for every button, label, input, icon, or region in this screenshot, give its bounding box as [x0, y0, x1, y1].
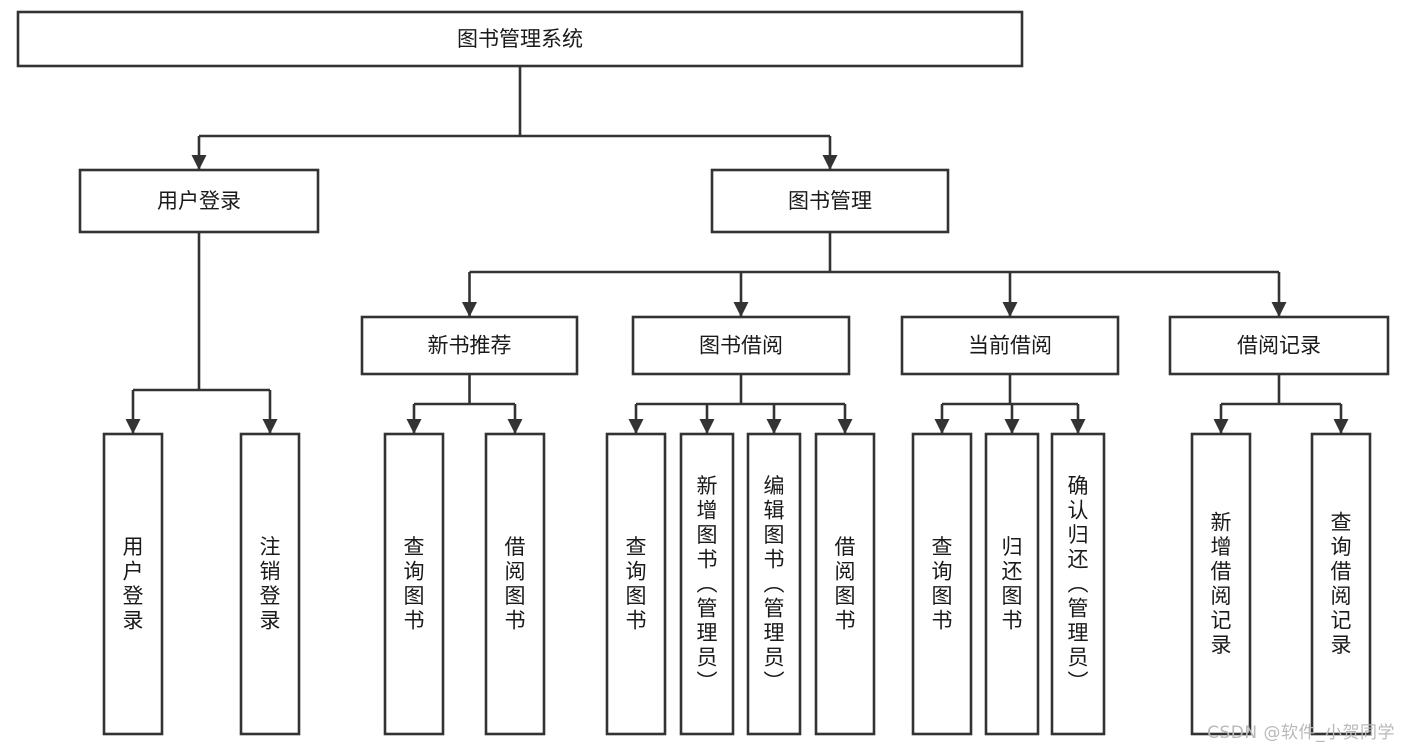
- node-current-borrow-label: 当前借阅: [968, 334, 1052, 358]
- node-leaf-logout-login-label: 注销登录: [260, 535, 281, 633]
- node-current-borrow-box: [900, 315, 1120, 376]
- node-leaf-query-book-recommend-label: 查询图书: [404, 535, 425, 633]
- current-borrow-branch-arrow-0: [934, 419, 950, 434]
- book-borrow-branch-arrow-2: [766, 419, 782, 434]
- node-leaf-query-borrow-record[interactable]: 查询借阅记录: [1310, 432, 1372, 736]
- node-leaf-return-book-label: 归还图书: [1002, 535, 1023, 633]
- node-root-box: [16, 10, 1024, 68]
- node-leaf-borrow-book-box: [814, 432, 876, 736]
- node-leaf-user-login-label: 用户登录: [123, 535, 144, 633]
- node-new-book-recommend-label: 新书推荐: [428, 334, 512, 358]
- book-borrow-branch-arrow-3: [837, 419, 853, 434]
- current-borrow-branch-arrow-2: [1070, 419, 1086, 434]
- node-borrow-record-label: 借阅记录: [1237, 334, 1321, 358]
- book-management-branch-arrow-1: [733, 302, 749, 317]
- node-leaf-query-book-recommend-box: [383, 432, 445, 736]
- root-branch-arrow-1: [822, 155, 838, 170]
- node-leaf-user-login[interactable]: 用户登录: [102, 432, 164, 736]
- node-book-borrow-box: [631, 315, 851, 376]
- node-leaf-add-borrow-record-box: [1190, 432, 1252, 736]
- new-book-recommend-branch-arrow-1: [507, 419, 523, 434]
- node-leaf-add-book-admin[interactable]: 新增图书︵管理员︶: [679, 432, 735, 736]
- node-leaf-logout-login-box: [239, 432, 301, 736]
- nodes-layer: 图书管理系统用户登录图书管理新书推荐图书借阅当前借阅借阅记录用户登录注销登录查询…: [16, 10, 1390, 736]
- node-user-login-label: 用户登录: [157, 189, 241, 213]
- node-leaf-query-book-current-label: 查询图书: [932, 535, 953, 633]
- node-leaf-return-book[interactable]: 归还图书: [984, 432, 1040, 736]
- node-leaf-add-borrow-record-label: 新增借阅记录: [1211, 511, 1232, 658]
- node-leaf-borrow-book-recommend-box: [484, 432, 546, 736]
- node-leaf-user-login-box: [102, 432, 164, 736]
- borrow-record-branch-arrow-0: [1213, 419, 1229, 434]
- book-management-branch-arrow-3: [1271, 302, 1287, 317]
- node-leaf-borrow-book-recommend-label: 借阅图书: [505, 535, 526, 633]
- new-book-recommend-branch-arrow-0: [406, 419, 422, 434]
- node-leaf-query-book-borrow[interactable]: 查询图书: [605, 432, 667, 736]
- node-new-book-recommend[interactable]: 新书推荐: [360, 315, 579, 376]
- node-leaf-borrow-book-recommend[interactable]: 借阅图书: [484, 432, 546, 736]
- node-leaf-add-borrow-record[interactable]: 新增借阅记录: [1190, 432, 1252, 736]
- node-book-management[interactable]: 图书管理: [710, 168, 950, 234]
- node-leaf-confirm-return-admin-label: 确认归还︵管理员︶: [1068, 474, 1089, 694]
- current-borrow-branch-arrow-1: [1004, 419, 1020, 434]
- node-leaf-edit-book-admin-label: 编辑图书︵管理员︶: [764, 474, 785, 694]
- node-leaf-logout-login[interactable]: 注销登录: [239, 432, 301, 736]
- book-management-branch-arrow-0: [462, 302, 477, 317]
- borrow-record-branch-arrow-1: [1333, 419, 1349, 434]
- root-branch-arrow-0: [191, 155, 207, 170]
- node-borrow-record[interactable]: 借阅记录: [1168, 315, 1390, 376]
- book-borrow-branch-arrow-1: [699, 419, 715, 434]
- node-book-management-label: 图书管理: [788, 189, 872, 213]
- node-leaf-query-book-current[interactable]: 查询图书: [911, 432, 973, 736]
- node-leaf-edit-book-admin[interactable]: 编辑图书︵管理员︶: [746, 432, 802, 736]
- node-borrow-record-box: [1168, 315, 1390, 376]
- node-leaf-query-book-recommend[interactable]: 查询图书: [383, 432, 445, 736]
- node-book-management-box: [710, 168, 950, 234]
- node-leaf-confirm-return-admin[interactable]: 确认归还︵管理员︶: [1050, 432, 1106, 736]
- node-user-login[interactable]: 用户登录: [78, 168, 320, 234]
- node-leaf-query-book-current-box: [911, 432, 973, 736]
- node-leaf-query-book-borrow-box: [605, 432, 667, 736]
- book-borrow-branch-arrow-0: [628, 419, 644, 434]
- node-leaf-borrow-book-label: 借阅图书: [835, 535, 856, 633]
- node-leaf-query-book-borrow-label: 查询图书: [626, 535, 647, 633]
- node-root[interactable]: 图书管理系统: [16, 10, 1024, 68]
- node-leaf-return-book-box: [984, 432, 1040, 736]
- node-leaf-query-borrow-record-label: 查询借阅记录: [1331, 511, 1352, 658]
- node-leaf-confirm-return-admin-box: [1050, 432, 1106, 736]
- user-login-branch-arrow-0: [125, 419, 141, 434]
- node-leaf-add-book-admin-label: 新增图书︵管理员︶: [697, 474, 718, 694]
- node-user-login-box: [78, 168, 320, 234]
- connectors-layer: [125, 66, 1349, 434]
- node-leaf-edit-book-admin-box: [746, 432, 802, 736]
- node-leaf-query-borrow-record-box: [1310, 432, 1372, 736]
- user-login-branch-arrow-1: [262, 419, 278, 434]
- node-current-borrow[interactable]: 当前借阅: [900, 315, 1120, 376]
- node-book-borrow[interactable]: 图书借阅: [631, 315, 851, 376]
- node-book-borrow-label: 图书借阅: [699, 334, 783, 358]
- node-root-label: 图书管理系统: [457, 27, 583, 51]
- node-leaf-add-book-admin-box: [679, 432, 735, 736]
- book-management-branch-arrow-2: [1002, 302, 1018, 317]
- node-leaf-borrow-book[interactable]: 借阅图书: [814, 432, 876, 736]
- node-new-book-recommend-box: [360, 315, 579, 376]
